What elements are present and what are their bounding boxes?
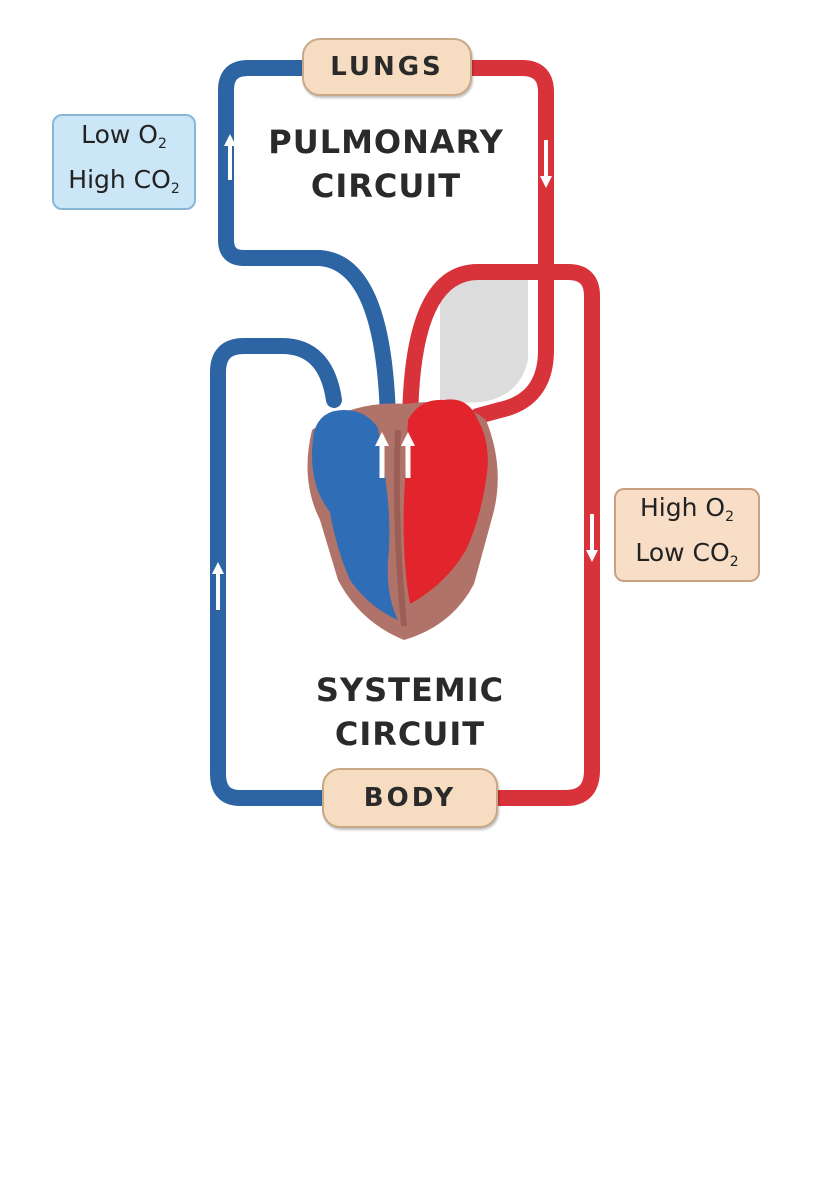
flow-arrow-up-heart-blue	[375, 432, 389, 478]
aortic-arch-region	[440, 280, 528, 404]
heart	[307, 399, 498, 640]
flow-arrow-down-right-pulmonary	[540, 140, 552, 188]
high-o2-line: High O2	[640, 490, 734, 535]
pulmonary-title-line2: CIRCUIT	[310, 167, 462, 205]
flow-arrow-up-heart-red	[401, 432, 415, 478]
body-text: BODY	[363, 783, 457, 813]
lungs-label: LUNGS	[302, 38, 472, 96]
pulmonary-artery-vessel	[218, 60, 396, 428]
low-co2-text: Low CO	[635, 538, 730, 567]
flow-arrow-up-left-systemic	[212, 562, 224, 610]
aorta-vessel	[402, 264, 600, 806]
low-o2-text: Low O	[81, 120, 158, 149]
pulmonary-circuit-title: PULMONARY CIRCUIT	[250, 120, 522, 208]
body-label: BODY	[322, 768, 498, 828]
lungs-text: LUNGS	[330, 52, 444, 82]
high-o2-subscript: 2	[725, 509, 734, 525]
low-o2-subscript: 2	[157, 136, 167, 152]
systemic-title-line1: SYSTEMIC	[315, 671, 505, 709]
heart-right-chamber	[312, 410, 398, 620]
high-o2-text: High O	[639, 493, 726, 522]
deoxygenated-gas-box: Low O2 High CO2	[52, 114, 196, 210]
high-co2-text: High CO	[68, 165, 171, 194]
low-co2-line: Low CO2	[635, 535, 738, 580]
flow-arrow-up-left-pulmonary	[224, 134, 236, 180]
high-co2-line: High CO2	[68, 162, 179, 207]
heart-left-chamber	[403, 399, 488, 604]
pulmonary-vein-vessel	[460, 60, 554, 424]
systemic-circuit-title: SYSTEMIC CIRCUIT	[290, 668, 530, 756]
flow-arrow-down-right-systemic	[586, 514, 598, 562]
low-co2-subscript: 2	[729, 554, 739, 570]
vena-cava-vessel	[210, 338, 342, 806]
low-o2-line: Low O2	[81, 117, 167, 162]
high-co2-subscript: 2	[170, 181, 180, 197]
heart-septum	[393, 429, 407, 627]
systemic-title-line2: CIRCUIT	[334, 715, 486, 753]
pulmonary-title-line1: PULMONARY	[268, 123, 504, 161]
oxygenated-gas-box: High O2 Low CO2	[614, 488, 760, 582]
